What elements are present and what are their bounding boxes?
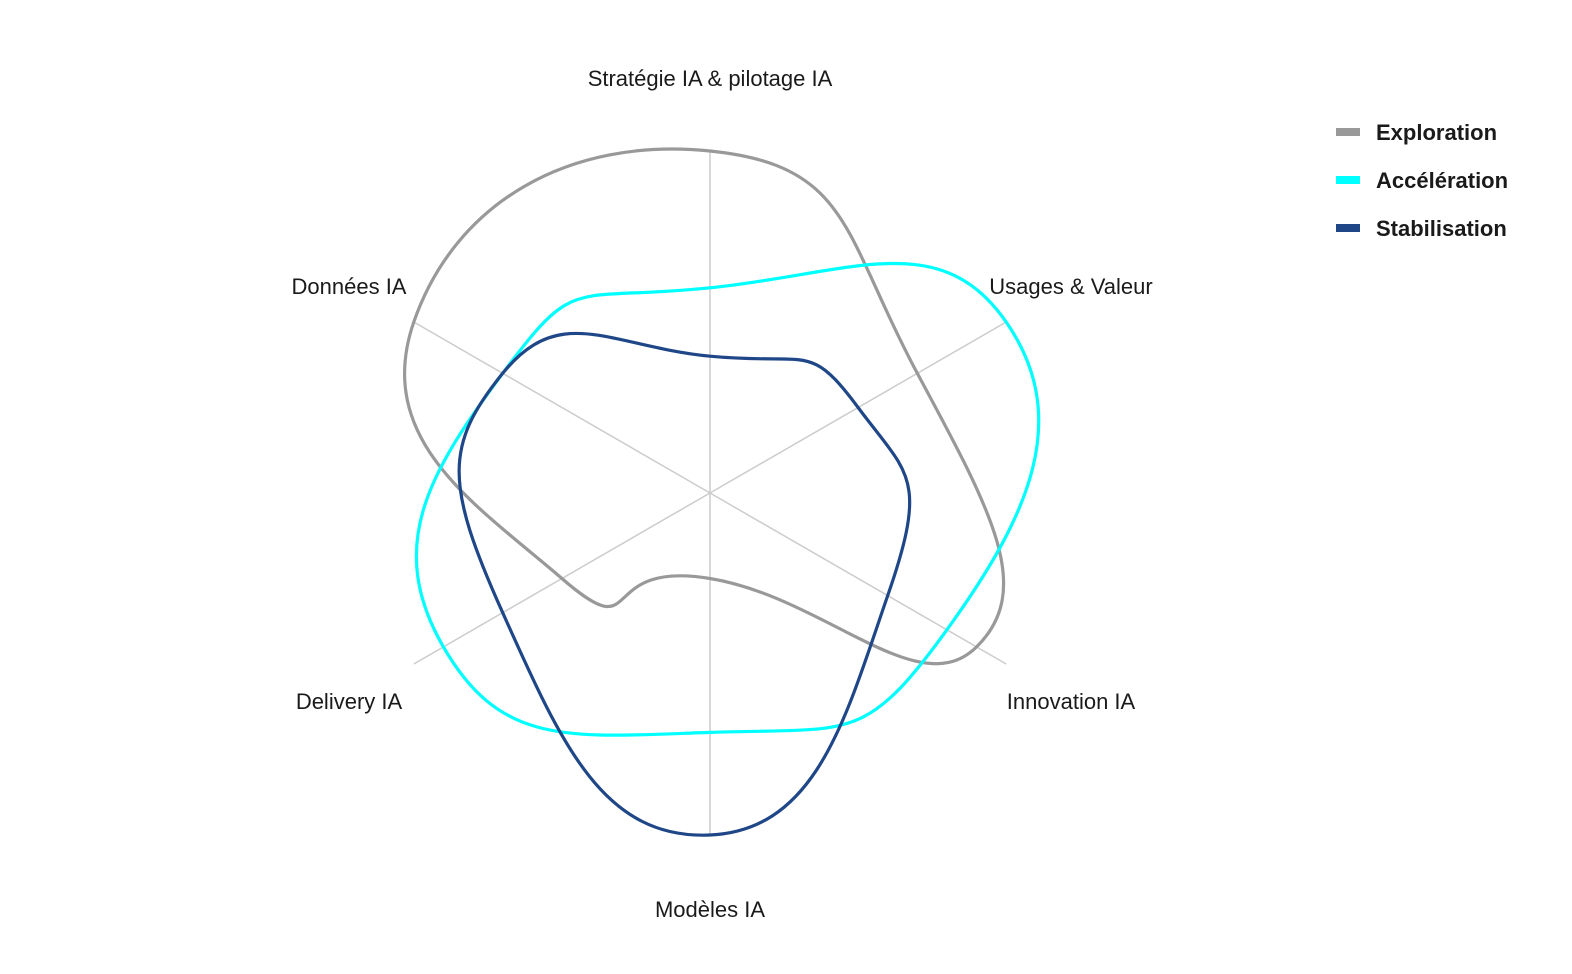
axis-label: Stratégie IA & pilotage IA — [588, 66, 833, 91]
legend-label: Exploration — [1376, 120, 1497, 145]
axis-label: Delivery IA — [296, 689, 403, 714]
axis-label: Innovation IA — [1007, 689, 1136, 714]
axis-label: Modèles IA — [655, 897, 765, 922]
legend-swatch — [1336, 128, 1360, 136]
legend-label: Accélération — [1376, 168, 1508, 193]
series-layer — [402, 147, 1041, 837]
legend-swatch — [1336, 176, 1360, 184]
axis-spoke — [709, 492, 1007, 665]
axis-label: Données IA — [292, 274, 407, 299]
axis-spoke — [413, 321, 711, 494]
legend-label: Stabilisation — [1376, 216, 1507, 241]
axis-labels: Stratégie IA & pilotage IA Usages & Valeu… — [292, 66, 1153, 922]
series-line-1 — [402, 147, 1006, 666]
axis-label: Usages & Valeur — [989, 274, 1152, 299]
legend-swatch — [1336, 224, 1360, 232]
series-line-3 — [457, 331, 912, 837]
